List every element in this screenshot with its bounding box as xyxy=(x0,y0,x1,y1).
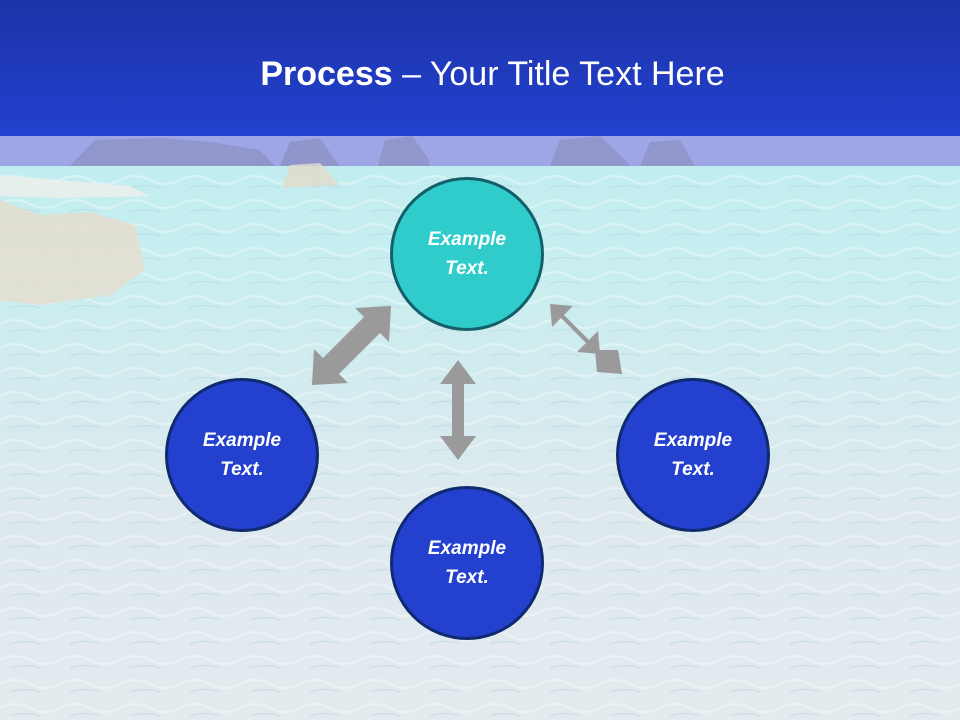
arrow-right-down xyxy=(595,350,622,374)
title-text: Your Title Text Here xyxy=(429,55,725,93)
node-bottom-label: Example Text. xyxy=(427,538,507,588)
node-left-label: Example Text. xyxy=(202,430,282,480)
arrow-top-left xyxy=(312,306,391,385)
arrow-vertical xyxy=(440,360,476,460)
foreground-rocks xyxy=(0,163,340,305)
title-bold-part: Process xyxy=(260,55,393,93)
arrow-top-right xyxy=(550,304,600,354)
slide-title: Process – Your Title Text Here xyxy=(0,52,960,96)
title-bar xyxy=(0,0,960,136)
node-right-label: Example Text. xyxy=(653,430,733,480)
process-node-left: Example Text. xyxy=(165,378,319,532)
process-node-top: Example Text. xyxy=(390,177,544,331)
node-top-label: Example Text. xyxy=(427,229,507,279)
distant-rocks xyxy=(70,136,695,166)
title-separator: – xyxy=(392,55,430,93)
process-node-right: Example Text. xyxy=(616,378,770,532)
process-node-bottom: Example Text. xyxy=(390,486,544,640)
